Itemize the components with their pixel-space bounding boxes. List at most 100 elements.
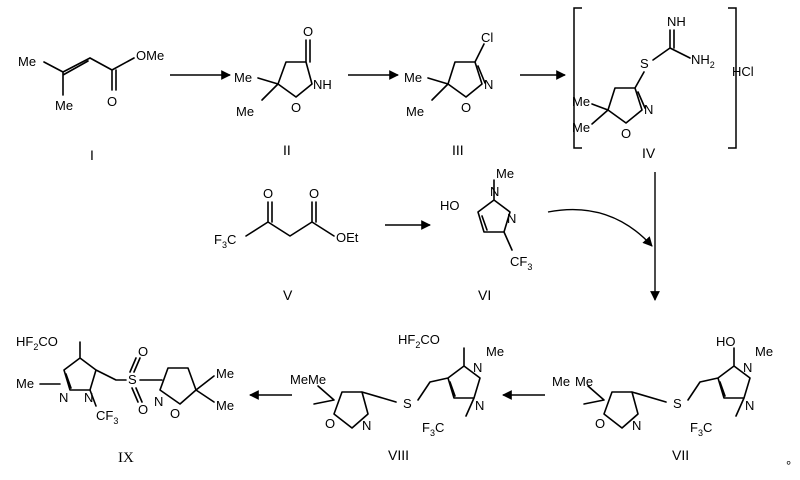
structure-VIII-isoxazoline [333, 391, 397, 429]
atom-me: Me [18, 54, 36, 69]
gem-dimethyl-bonds [313, 385, 335, 405]
compound-V: O O F3C OEt V [214, 186, 359, 303]
gem-dimethyl-bonds [195, 375, 215, 403]
compound-label-II: II [283, 142, 291, 158]
curved-reaction-arrow [547, 208, 653, 247]
atom-o: O [595, 416, 605, 431]
compound-VII: HO N Me N F3C S N O Me Me VII [552, 334, 773, 463]
atom-me: Me [290, 372, 308, 387]
atom-co: CO [38, 334, 58, 349]
atom-n: N [484, 77, 493, 92]
group-cf3: CF3 [96, 408, 118, 426]
atom-cl: Cl [481, 30, 493, 45]
atom-me: Me [575, 374, 593, 389]
atom-o: O [325, 416, 335, 431]
atom-me: Me [216, 398, 234, 413]
atom-me: Me [572, 94, 590, 109]
subscript: 2 [415, 340, 420, 350]
atom-f: F [422, 420, 430, 435]
compound-VIII: HF2CO N Me N F3C S N O Me Me VIII [290, 332, 504, 463]
structure-IV-amidine [652, 29, 691, 61]
structure-VI [477, 179, 513, 251]
atom-s: S [673, 396, 682, 411]
structure-IX-isoxazoline [159, 367, 197, 405]
compound-IV: S NH NH2 HCl N O Me Me IV [572, 7, 754, 161]
compound-label-V: V [283, 287, 293, 303]
structure-VIII-pyrazole [417, 347, 481, 417]
atom-nh: NH [667, 14, 686, 29]
atom-me: Me [236, 104, 254, 119]
atom-cf: CF [510, 254, 527, 269]
atom-o: O [291, 100, 301, 115]
atom-s: S [128, 372, 137, 387]
compound-III: Cl N O Me Me III [404, 30, 493, 158]
atom-ho: HO [716, 334, 736, 349]
group-cf3: F3C [214, 232, 236, 250]
atom-n: N [362, 418, 371, 433]
atom-n: N [490, 184, 499, 199]
atom-n: N [632, 418, 641, 433]
group-ocf2h: HF2CO [398, 332, 440, 350]
atom-o: O [309, 186, 319, 201]
subscript: 3 [430, 428, 435, 438]
atom-me: Me [404, 70, 422, 85]
atom-nh2-main: NH [691, 52, 710, 67]
compound-label-III: III [452, 142, 464, 158]
compound-label-IX: IX [118, 450, 134, 466]
atom-me: Me [55, 98, 73, 113]
compound-label-I: I [90, 147, 94, 163]
atom-me: Me [406, 104, 424, 119]
compound-label-IV: IV [642, 145, 656, 161]
atom-hf: HF [16, 334, 33, 349]
atom-me: Me [486, 344, 504, 359]
structure-V [245, 201, 335, 237]
atom-o: O [138, 344, 148, 359]
atom-me: Me [16, 376, 34, 391]
atom-me: Me [308, 372, 326, 387]
atom-n: N [644, 102, 653, 117]
atom-co: CO [420, 332, 440, 347]
group-cf3: F3C [690, 420, 712, 438]
atom-n: N [84, 390, 93, 405]
cf3-bond [89, 389, 97, 407]
subscript: 3 [113, 416, 118, 426]
atom-o: O [138, 402, 148, 417]
structure-III [447, 43, 486, 98]
atom-ho: HO [440, 198, 460, 213]
atom-c: C [227, 232, 236, 247]
subscript: 3 [698, 428, 703, 438]
gem-dimethyl-bonds [583, 385, 605, 405]
structure-I [43, 57, 135, 96]
structure-II [277, 39, 313, 98]
counterion-hcl: HCl [732, 64, 754, 79]
atom-me: Me [496, 166, 514, 181]
gem-dimethyl-bonds [427, 77, 449, 101]
atom-n: N [745, 398, 754, 413]
subscript: 2 [710, 60, 715, 70]
atom-n: N [507, 211, 516, 226]
atom-f: F [690, 420, 698, 435]
subscript: 3 [527, 262, 532, 272]
subscript: 2 [33, 342, 38, 352]
gem-dimethyl-bonds [257, 77, 279, 101]
sulfonyl-bonds [129, 357, 143, 403]
atom-oet: OEt [336, 230, 359, 245]
atom-ome: OMe [136, 48, 164, 63]
atom-o: O [170, 406, 180, 421]
atom-n: N [154, 394, 163, 409]
atom-n: N [59, 390, 68, 405]
atom-me: Me [755, 344, 773, 359]
atom-nh2: NH2 [691, 52, 715, 70]
atom-o: O [621, 126, 631, 141]
compound-VI: HO N Me N CF3 VI [440, 166, 532, 303]
compound-label-VII: VII [672, 447, 689, 463]
group-ocf2h: HF2CO [16, 334, 58, 352]
compound-label-VI: VI [478, 287, 491, 303]
atom-n: N [473, 360, 482, 375]
compound-IX: HF2CO Me N N CF3 S O O N O Me Me IX [16, 334, 234, 466]
compound-I: Me Me O OMe I [18, 48, 164, 163]
atom-cf: CF [96, 408, 113, 423]
salt-brackets [573, 7, 737, 149]
compound-label-VIII: VIII [388, 447, 409, 463]
